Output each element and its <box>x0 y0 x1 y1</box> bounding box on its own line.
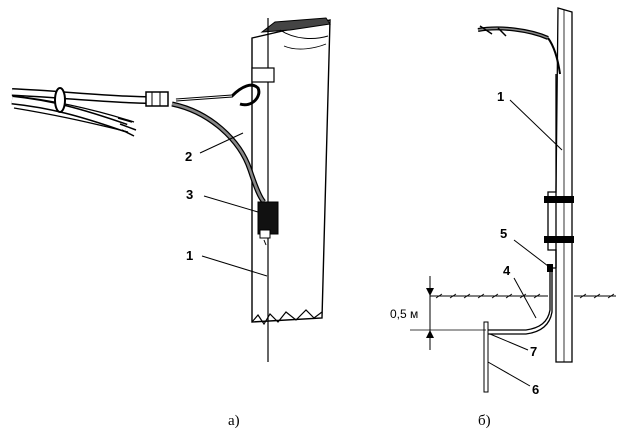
caption-a: а) <box>228 413 240 429</box>
dimension-label: 0,5 м <box>390 307 418 321</box>
callout-2: 2 <box>185 132 244 164</box>
callout-1a: 1 <box>186 248 268 277</box>
caption-b: б) <box>478 413 491 429</box>
ground-electrode <box>483 321 489 393</box>
figure-a: 2 3 1 а) <box>11 17 331 429</box>
cable-bundle <box>11 87 169 137</box>
callout-4: 4 <box>503 263 537 319</box>
top-cable-b <box>477 25 561 75</box>
earth-wire-b <box>486 74 557 335</box>
callout-7: 7 <box>489 333 537 359</box>
protection-box <box>257 201 279 246</box>
callout-3: 3 <box>186 187 259 213</box>
callout-label-3: 3 <box>186 187 193 202</box>
callout-label-4: 4 <box>503 263 511 278</box>
callout-label-5: 5 <box>500 226 507 241</box>
hook-bracket <box>175 67 275 107</box>
pole-b <box>544 7 574 363</box>
callout-label-7: 7 <box>530 344 537 359</box>
dimension-0-5m: 0,5 м <box>390 276 486 350</box>
callout-label-1b: 1 <box>497 89 504 104</box>
ground-line <box>430 293 616 299</box>
callout-label-1a: 1 <box>186 248 193 263</box>
callout-1b: 1 <box>497 89 563 151</box>
callout-label-2: 2 <box>185 149 192 164</box>
callout-6: 6 <box>487 361 539 397</box>
callout-label-6: 6 <box>532 382 539 397</box>
down-cable <box>171 101 266 204</box>
callout-5: 5 <box>500 226 549 267</box>
figure-b: 0,5 м 1 5 4 7 6 б) <box>390 7 616 429</box>
pole-a <box>251 17 331 362</box>
